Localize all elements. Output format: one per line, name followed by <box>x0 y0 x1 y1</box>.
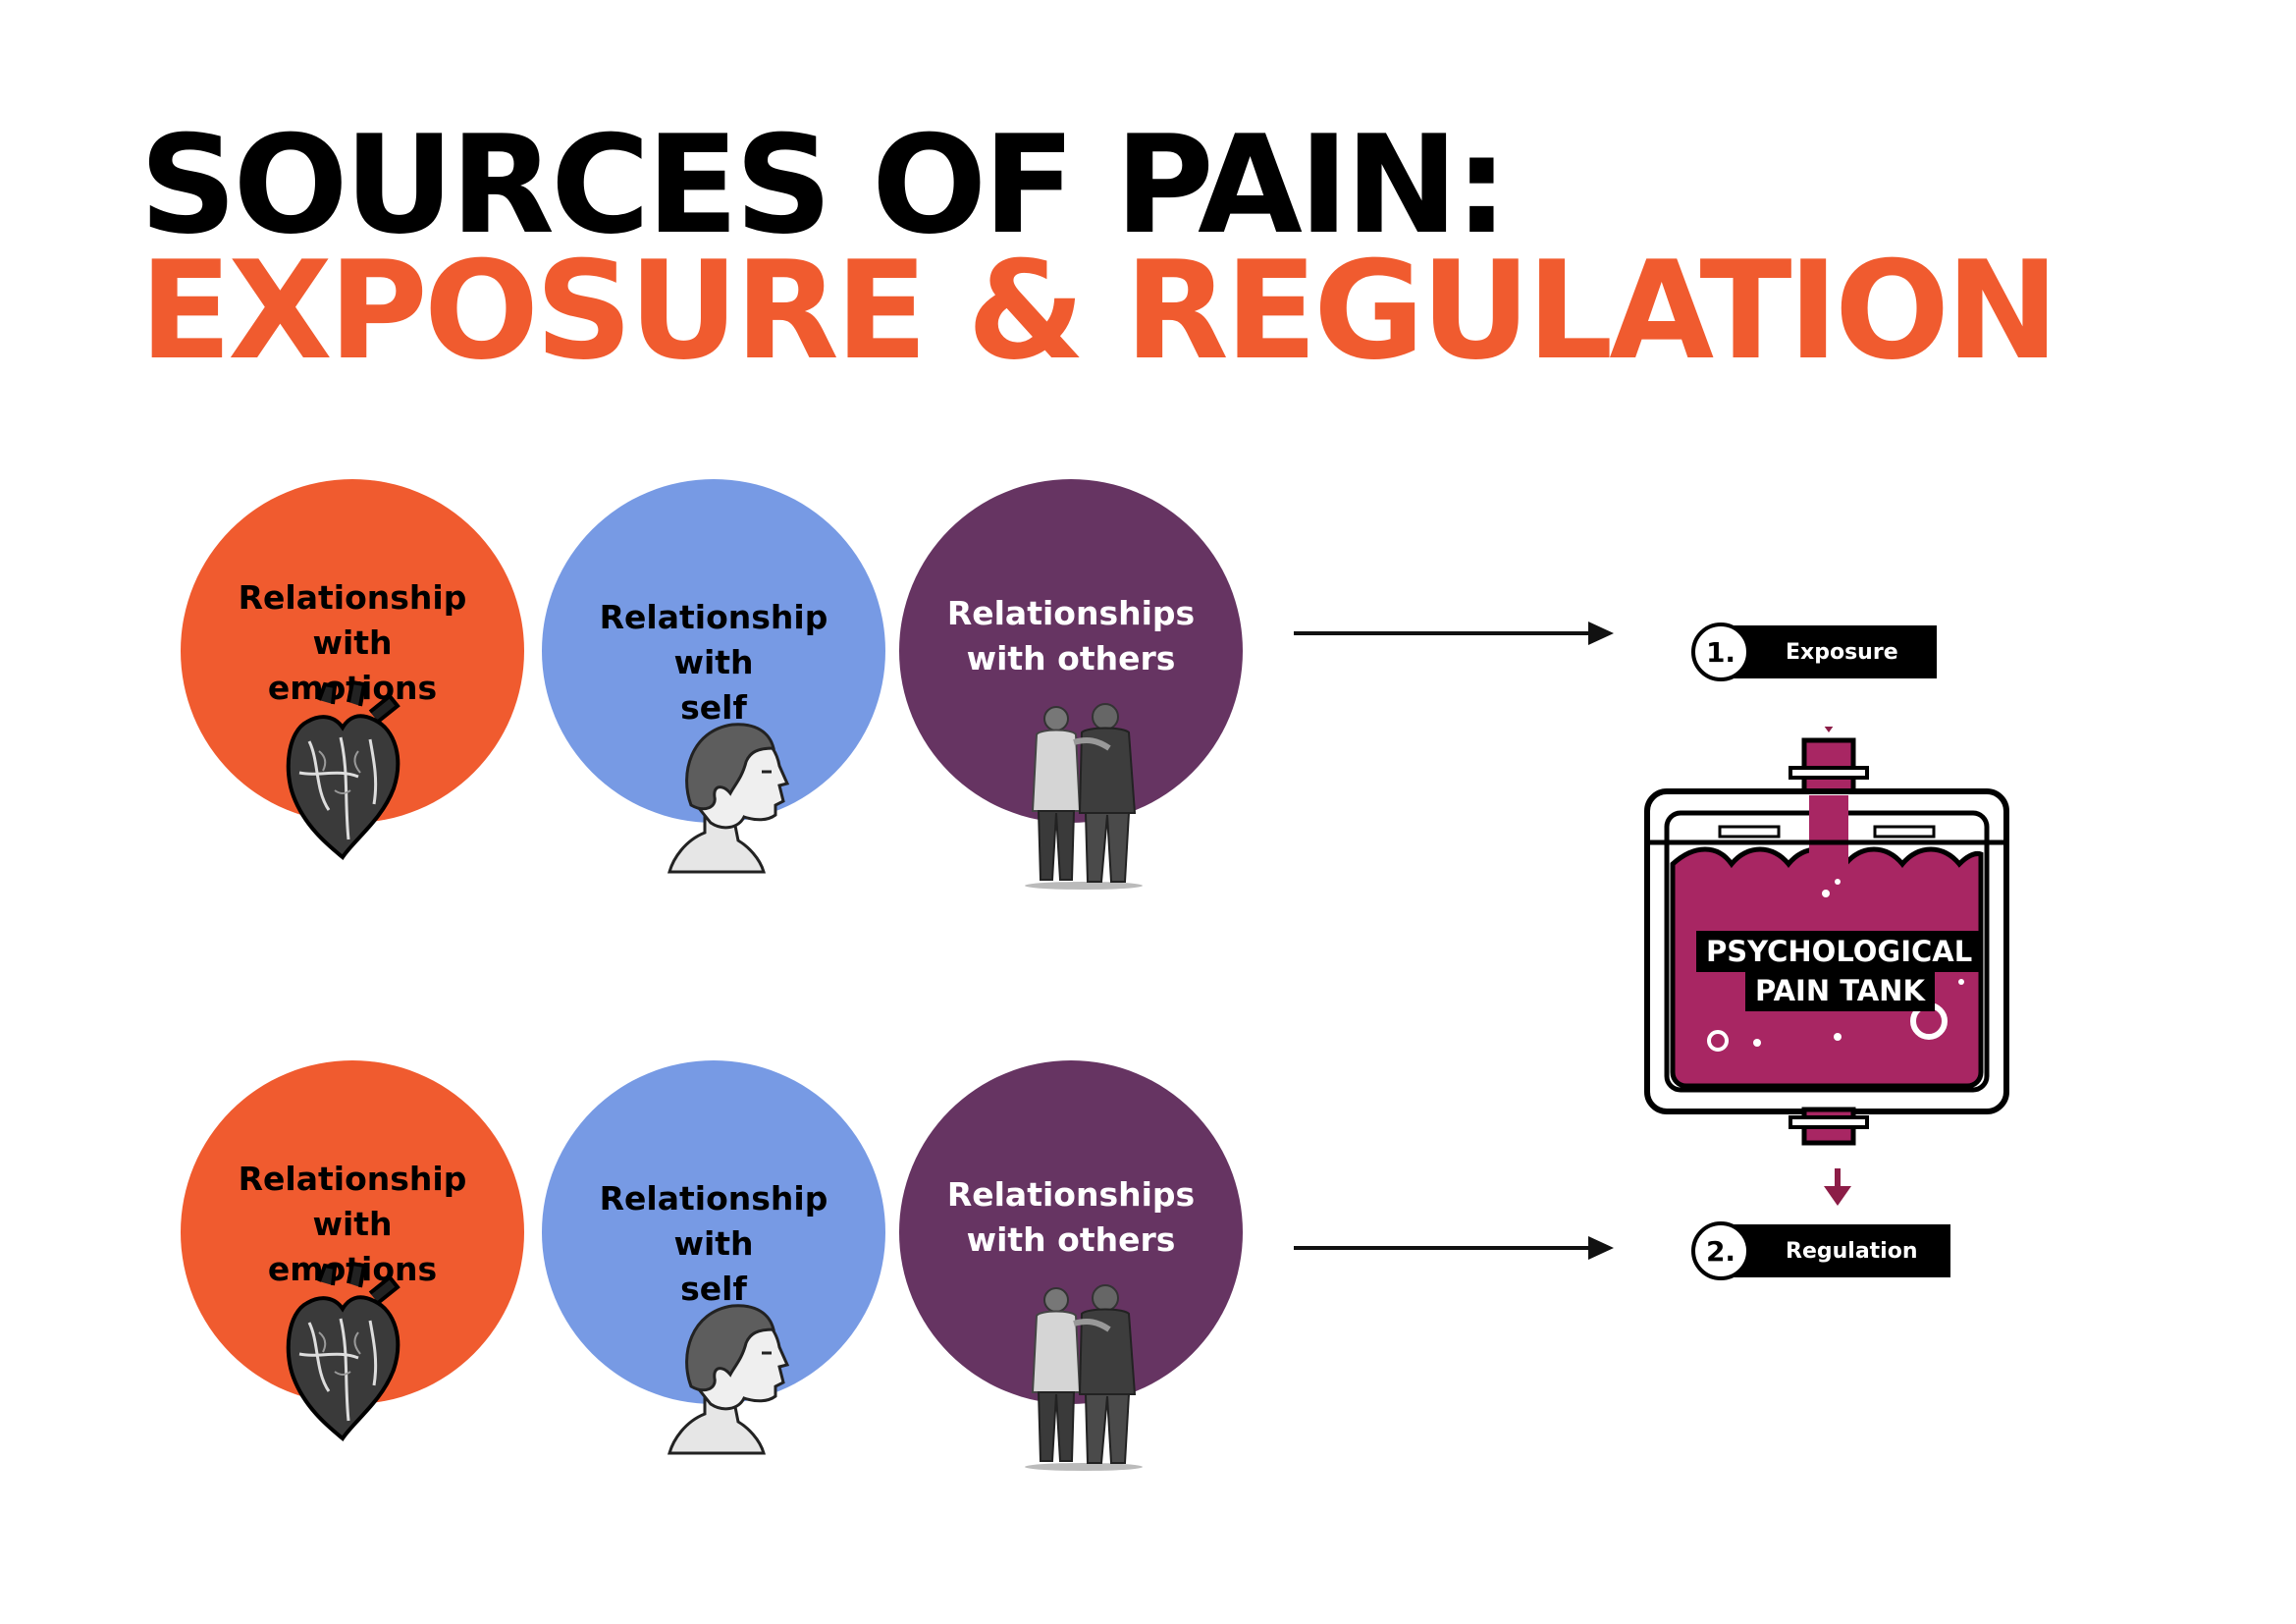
step-number-badge: 2. <box>1691 1221 1750 1280</box>
two-people-embracing-icon <box>1025 703 1143 890</box>
step-regulation: 2. Regulation <box>1691 1221 1950 1280</box>
title-line-2: EXPOSURE & REGULATION <box>139 232 2059 390</box>
step-exposure: 1. Exposure <box>1691 623 1937 681</box>
person-profile-icon <box>667 1304 790 1455</box>
tank-label-line-2: PAIN TANK <box>1745 970 1935 1011</box>
person-profile-icon <box>667 723 790 874</box>
tank-label-line-1: PSYCHOLOGICAL <box>1696 931 1983 972</box>
anatomical-heart-icon <box>286 679 400 860</box>
step-label: Regulation <box>1725 1224 1950 1277</box>
arrow-to-regulation <box>1294 1236 1614 1260</box>
anatomical-heart-icon <box>286 1261 400 1441</box>
circle-label: Relationships with others <box>946 1175 1196 1259</box>
circle-label: Relationship with self <box>599 598 828 727</box>
two-people-embracing-icon <box>1025 1284 1143 1471</box>
arrow-to-exposure <box>1294 622 1614 645</box>
step-label: Exposure <box>1725 625 1937 678</box>
step-number-badge: 1. <box>1691 623 1750 681</box>
circle-label: Relationship with self <box>599 1179 828 1308</box>
title-line-1: SOURCES OF PAIN: <box>139 106 1509 264</box>
circle-label: Relationships with others <box>946 594 1196 677</box>
